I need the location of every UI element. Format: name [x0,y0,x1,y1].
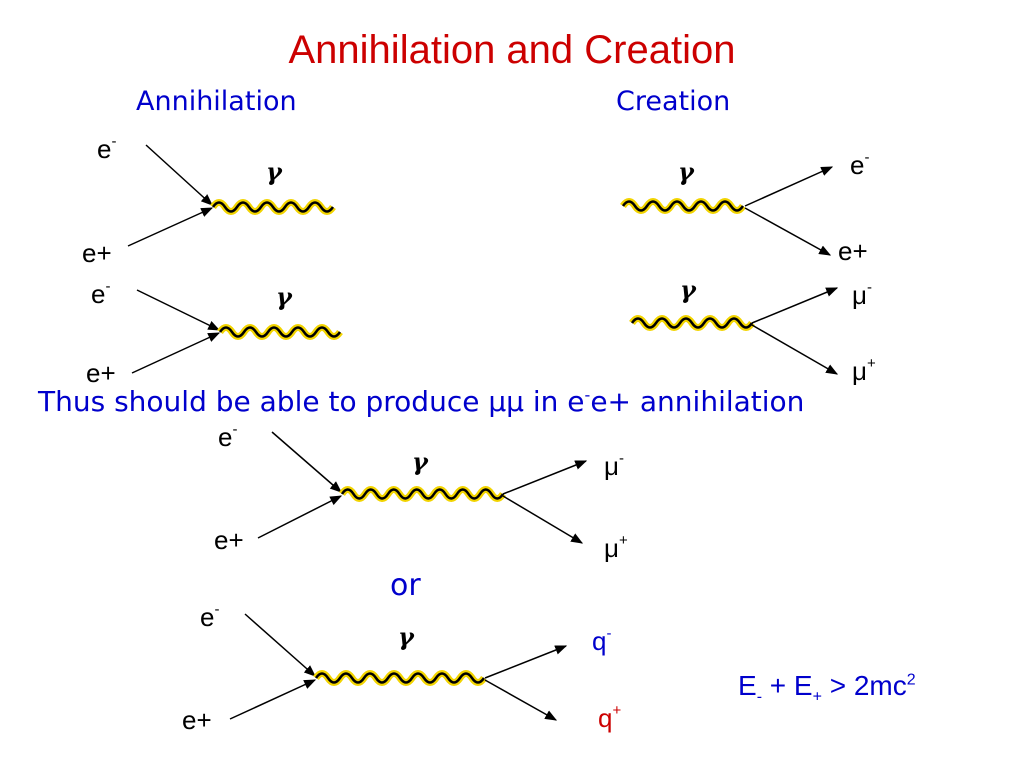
positron-out-line [744,207,832,256]
electron-out-line [744,166,834,207]
conclusion-statement: Thus should be able to produce μμ in e-e… [38,385,805,418]
gamma-symbol: γ [266,157,283,186]
label-muon-minus: μ- [852,279,872,310]
antimuon-out-line [751,324,839,375]
label-positron: e+ [82,238,112,268]
label-muon-plus: μ+ [604,532,628,563]
photon-wave [211,201,335,213]
annihilation-heading: Annihilation [136,86,297,117]
muon-out-line [502,460,588,495]
gamma-symbol: γ [276,282,293,311]
quark-out-line [484,645,568,679]
gamma-symbol: γ [412,447,429,476]
electron-in-line [271,431,342,493]
energy-condition-equation: E- + E+ > 2mc2 [738,670,916,706]
full-diagram-quarks: γ [229,613,568,721]
label-electron: e- [91,278,111,309]
gamma-symbol: γ [398,622,415,651]
full-diagram-muons: γ [257,431,588,544]
label-muon-minus: μ- [604,450,624,481]
positron-in-line [131,332,221,374]
electron-in-line [136,289,221,331]
label-positron: e+ [214,525,244,555]
photon-wave [314,672,486,684]
label-positron: e+ [86,358,116,388]
creation-diagram-1: γ [620,157,834,256]
gamma-symbol: γ [680,275,697,304]
antiquark-out-line [484,679,558,721]
gamma-symbol: γ [678,157,695,186]
or-text: or [390,568,421,603]
annihilation-diagram-2: γ [131,282,343,374]
creation-heading: Creation [616,86,731,117]
label-electron: e- [97,133,117,164]
label-antiquark: q+ [598,702,622,733]
antimuon-out-line [502,495,584,544]
positron-in-line [127,207,214,247]
muon-out-line [751,287,839,324]
label-muon-plus: μ+ [852,355,876,386]
positron-in-line [229,679,317,720]
electron-in-line [244,613,316,677]
photon-wave [340,488,505,500]
photon-wave [621,200,745,212]
label-electron: e- [218,421,238,452]
electron-in-line [145,144,213,206]
label-positron: e+ [182,705,212,735]
label-positron: e+ [838,236,868,266]
label-electron: e- [850,149,870,180]
positron-in-line [257,495,343,539]
annihilation-diagram-1: γ [127,144,336,247]
label-electron: e- [200,601,220,632]
creation-diagram-2: γ [629,275,839,375]
photon-wave [218,326,342,338]
label-quark: q- [592,625,612,656]
slide-title: Annihilation and Creation [288,28,736,72]
photon-wave [630,317,754,329]
